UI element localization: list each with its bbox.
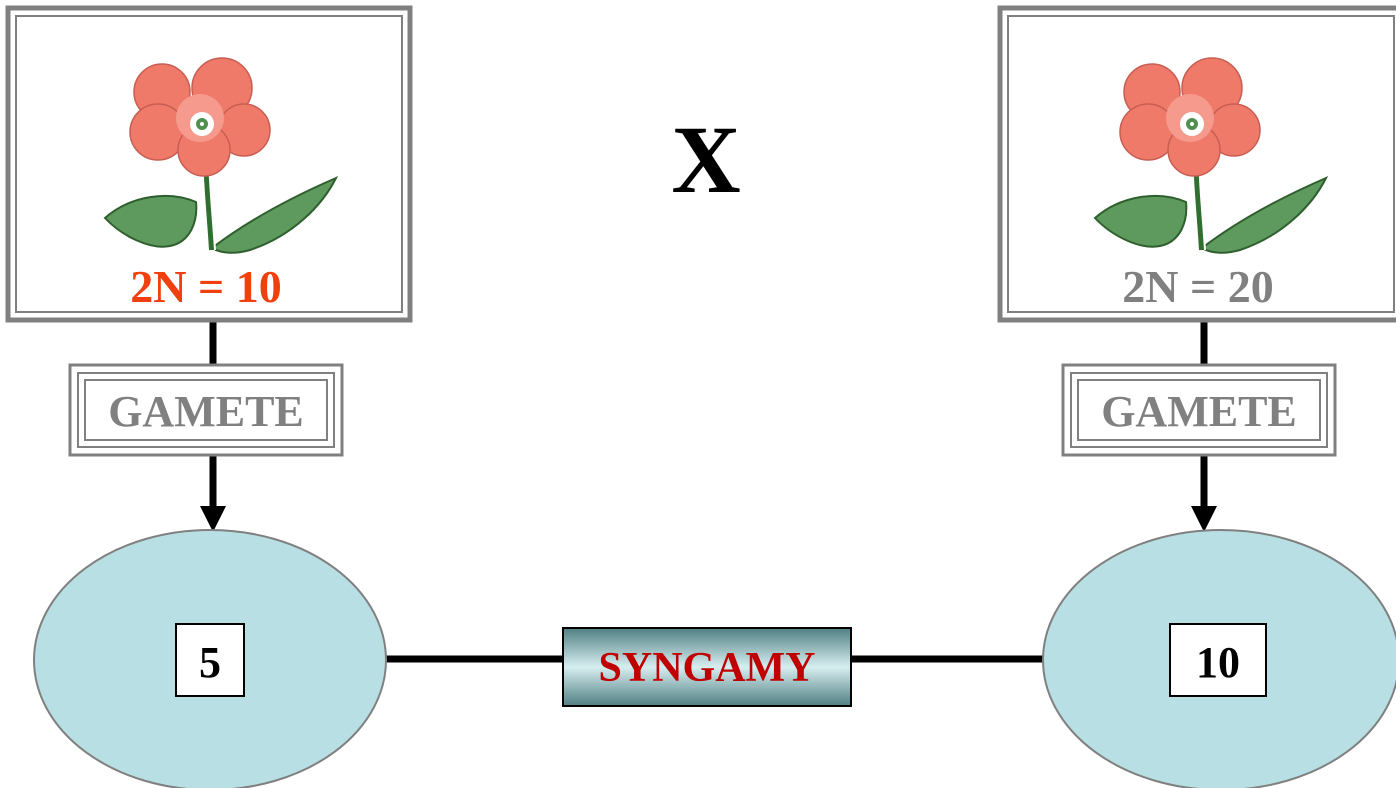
cross-symbol: X xyxy=(671,106,740,213)
syngamy-box: SYNGAMY xyxy=(562,627,852,707)
right-gamete-cell: 10 xyxy=(1042,529,1396,788)
right-parent-panel: 2N = 20 xyxy=(997,5,1396,323)
left-lineage-lines xyxy=(200,318,226,532)
right-parent-chromosome-label: 2N = 20 xyxy=(1122,261,1273,312)
left-gamete-label: GAMETE xyxy=(108,387,304,436)
right-arrow-head xyxy=(1191,506,1217,532)
right-gamete-label-box: GAMETE xyxy=(1061,363,1337,457)
left-gamete-cell: 5 xyxy=(33,529,387,788)
left-gamete-chromosome-count: 5 xyxy=(199,638,221,687)
right-gamete-label: GAMETE xyxy=(1101,387,1297,436)
syngamy-label: SYNGAMY xyxy=(599,645,816,691)
left-parent-panel: 2N = 10 xyxy=(5,5,413,323)
right-gamete-chromosome-count: 10 xyxy=(1196,638,1240,687)
left-gamete-label-box: GAMETE xyxy=(68,363,344,457)
left-arrow-head xyxy=(200,506,226,532)
left-parent-chromosome-label: 2N = 10 xyxy=(130,261,281,312)
